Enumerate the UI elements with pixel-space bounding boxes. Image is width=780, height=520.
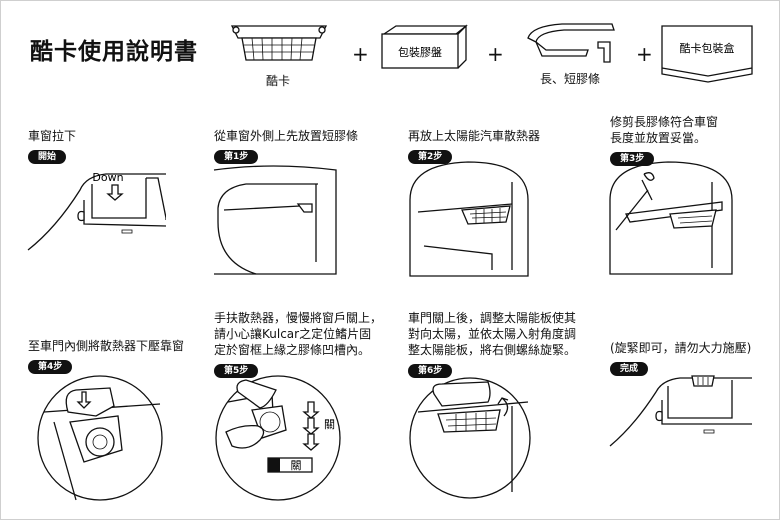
step-done-desc: (旋緊即可，請勿大力施壓) [610, 341, 752, 355]
step-3-desc-line2: 長度並放置妥當。 [610, 131, 707, 145]
down-label: Down [92, 171, 123, 184]
step-4-desc: 至車門內側將散熱器下壓靠窗 [28, 339, 185, 353]
step-4: 至車門內側將散熱器下壓靠窗 第4步 [28, 338, 218, 374]
step-5-desc-line2: 請小心讓Kulcar之定位鰭片固 [214, 327, 372, 341]
step-2-badge: 第2步 [408, 150, 453, 164]
off-label: 關 [291, 459, 302, 472]
plus-sign-3: + [636, 42, 653, 66]
step-1: 從車窗外側上先放置短膠條 第1步 [214, 128, 404, 164]
part-label-card: 酷卡 [266, 74, 291, 88]
adhesive-strips-icon [527, 23, 615, 63]
step-5: 手扶散熱器，慢慢將窗戶關上， 請小心讓Kulcar之定位鰭片固 定於窗框上緣之膠… [214, 310, 404, 378]
step-start-desc: 車窗拉下 [28, 129, 77, 143]
car-window-down-illustration: Down [27, 171, 166, 251]
step-6-illustration [409, 377, 531, 499]
step-3-illustration [609, 161, 733, 275]
step-3-desc-line1: 修剪長膠條符合車窗 [610, 115, 719, 129]
step-start-badge: 開始 [28, 150, 67, 164]
kulcar-card-icon [230, 25, 328, 61]
page-title: 酷卡使用說明書 [30, 39, 198, 65]
close-label: 關 [324, 418, 335, 431]
step-6-desc-line1: 車門關上後，調整太陽能板使其 [408, 311, 577, 325]
car-finished-illustration [609, 375, 752, 447]
step-5-illustration: 關 關 [215, 375, 341, 501]
step-start: 車窗拉下 開始 [28, 128, 218, 164]
step-2-illustration [409, 161, 529, 277]
step-6-desc-line3: 整太陽能板，將右側螺絲旋緊。 [408, 343, 577, 357]
step-6-desc-line2: 對向太陽，並依太陽入射角度調 [408, 327, 577, 341]
step-1-illustration [213, 165, 337, 275]
step-3: 修剪長膠條符合車窗 長度並放置妥當。 第3步 [610, 114, 780, 166]
part-label-strips: 長、短膠條 [540, 72, 601, 86]
step-6: 車門關上後，調整太陽能板使其 對向太陽，並依太陽入射角度調 整太陽能板，將右側螺… [408, 310, 598, 378]
step-5-desc-line1: 手扶散熱器，慢慢將窗戶關上， [214, 311, 383, 325]
step-done: (旋緊即可，請勿大力施壓) 完成 [610, 340, 780, 376]
box-label: 酷卡包裝盒 [680, 41, 735, 55]
step-4-illustration [37, 375, 163, 501]
step-6-badge: 第6步 [408, 364, 453, 378]
tray-label: 包裝膠盤 [398, 46, 442, 59]
step-5-desc-line3: 定於窗框上緣之膠條凹槽內。 [214, 343, 371, 357]
step-5-badge: 第5步 [214, 364, 259, 378]
plus-sign-1: + [352, 42, 369, 66]
packaging-tray-icon: 包裝膠盤 [381, 24, 468, 69]
step-3-badge: 第3步 [610, 152, 655, 166]
step-2-desc: 再放上太陽能汽車散熱器 [408, 129, 541, 143]
step-2: 再放上太陽能汽車散熱器 第2步 [408, 128, 598, 164]
packaging-box-icon: 酷卡包裝盒 [661, 25, 753, 83]
plus-sign-2: + [487, 42, 504, 66]
step-done-badge: 完成 [610, 362, 649, 376]
step-1-badge: 第1步 [214, 150, 259, 164]
step-1-desc: 從車窗外側上先放置短膠條 [214, 129, 359, 143]
step-4-badge: 第4步 [28, 360, 73, 374]
